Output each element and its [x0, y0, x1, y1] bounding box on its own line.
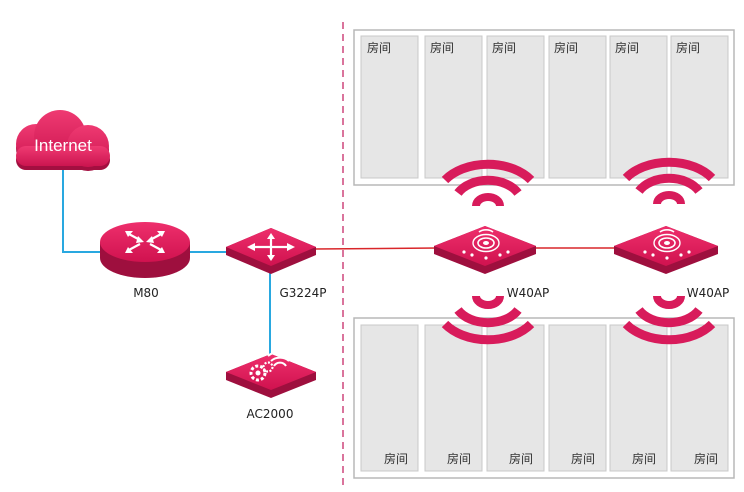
- router-label: M80: [133, 286, 159, 300]
- room: 房间: [486, 35, 545, 179]
- router-device: M80: [100, 222, 190, 300]
- wifi-signal-icon: [441, 295, 535, 345]
- ceiling-ap-icon: [643, 229, 691, 260]
- rooms-bottom: 房间 房间 房间 房间 房间 房间: [360, 324, 729, 472]
- room-label: 房间: [676, 40, 700, 55]
- room: 房间: [548, 35, 607, 179]
- room-label: 房间: [615, 40, 639, 55]
- room: 房间: [609, 324, 668, 472]
- room: 房间: [548, 324, 607, 472]
- room-label: 房间: [571, 451, 595, 466]
- internet-label: Internet: [34, 136, 92, 155]
- link-switch-ap1: [313, 247, 439, 250]
- room: 房间: [670, 35, 729, 179]
- room: 房间: [486, 324, 545, 472]
- room-label: 房间: [632, 451, 656, 466]
- switch-arrows-icon: [247, 233, 295, 261]
- room: 房间: [609, 35, 668, 179]
- room-label: 房间: [447, 451, 471, 466]
- ap1-label: W40AP: [507, 286, 550, 300]
- room: 房间: [670, 324, 729, 472]
- room-label: 房间: [554, 40, 578, 55]
- rooms-top: 房间 房间 房间 房间 房间 房间: [360, 35, 729, 179]
- switch-device: G3224P: [226, 228, 327, 300]
- wifi-signal-icon: [622, 157, 716, 205]
- switch-label: G3224P: [279, 286, 326, 300]
- room: 房间: [360, 324, 419, 472]
- link-internet-router: [62, 168, 118, 253]
- cloud-icon: [16, 110, 110, 171]
- internet-cloud: Internet: [16, 110, 110, 171]
- room-label: 房间: [384, 451, 408, 466]
- room: 房间: [360, 35, 419, 179]
- access-point-device: W40AP: [614, 226, 729, 300]
- router-arrows-icon: [125, 231, 165, 253]
- ap2-label: W40AP: [687, 286, 730, 300]
- ceiling-ap-icon: [462, 229, 510, 260]
- room-label: 房间: [430, 40, 454, 55]
- room-label: 房间: [509, 451, 533, 466]
- controller-device: AC2000: [226, 350, 316, 421]
- wifi-signal-icon: [441, 159, 535, 207]
- access-point-device: W40AP: [434, 226, 549, 300]
- wifi-signal-icon: [622, 295, 716, 345]
- room-label: 房间: [492, 40, 516, 55]
- room-label: 房间: [694, 451, 718, 466]
- room: 房间: [424, 324, 483, 472]
- gear-wifi-icon: [249, 350, 293, 382]
- room-label: 房间: [367, 40, 391, 55]
- room: 房间: [424, 35, 483, 179]
- controller-label: AC2000: [247, 407, 294, 421]
